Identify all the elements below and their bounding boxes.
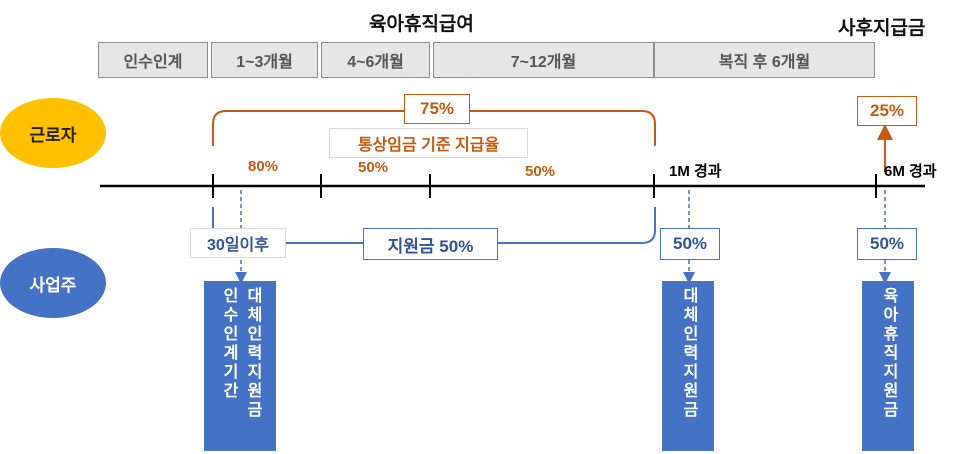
- rate-caption-box: 통상임금 기준 지급율: [329, 128, 528, 158]
- phase-7-12: 7~12개월: [433, 42, 654, 78]
- phase-return-6m: 복직 후 6개월: [654, 42, 875, 78]
- col-replacement-support: 대체인력지원금: [244, 287, 261, 420]
- worker-ellipse: 근로자: [0, 98, 106, 168]
- employer-col-handover: 인수인계기간 대체인력지원금: [204, 281, 276, 451]
- employer-ellipse: 사업주: [0, 248, 106, 318]
- rate-1-3: 80%: [248, 158, 279, 175]
- col-6m-parental-leave-support: 육아휴직지원금: [880, 287, 897, 420]
- marker-1m: 1M 경과: [669, 163, 722, 180]
- phase-handover: 인수인계: [98, 42, 208, 78]
- post-rate-box: 25%: [857, 96, 917, 126]
- phase-4-6: 4~6개월: [321, 42, 430, 78]
- title-post: 사후지급금: [838, 18, 926, 39]
- col-handover-period: 인수인계기간: [220, 287, 237, 401]
- after-30-days-box: 30일이후: [190, 228, 286, 258]
- phase-1-3: 1~3개월: [211, 42, 318, 78]
- rate-1m-box: 50%: [660, 228, 720, 260]
- rate-6m-box: 50%: [857, 228, 917, 260]
- employer-col-1m: 대체인력지원금: [662, 281, 714, 451]
- support-rate-box: 지원금 50%: [363, 228, 498, 260]
- title-main: 육아휴직급여: [369, 14, 474, 35]
- col-1m-replacement-support: 대체인력지원금: [680, 287, 697, 420]
- worker-total-rate-box: 75%: [404, 94, 470, 124]
- rate-7-12: 50%: [525, 163, 556, 180]
- employer-col-6m: 육아휴직지원금: [862, 281, 914, 451]
- rate-4-6: 50%: [358, 159, 389, 176]
- marker-6m: 6M 경과: [884, 163, 937, 180]
